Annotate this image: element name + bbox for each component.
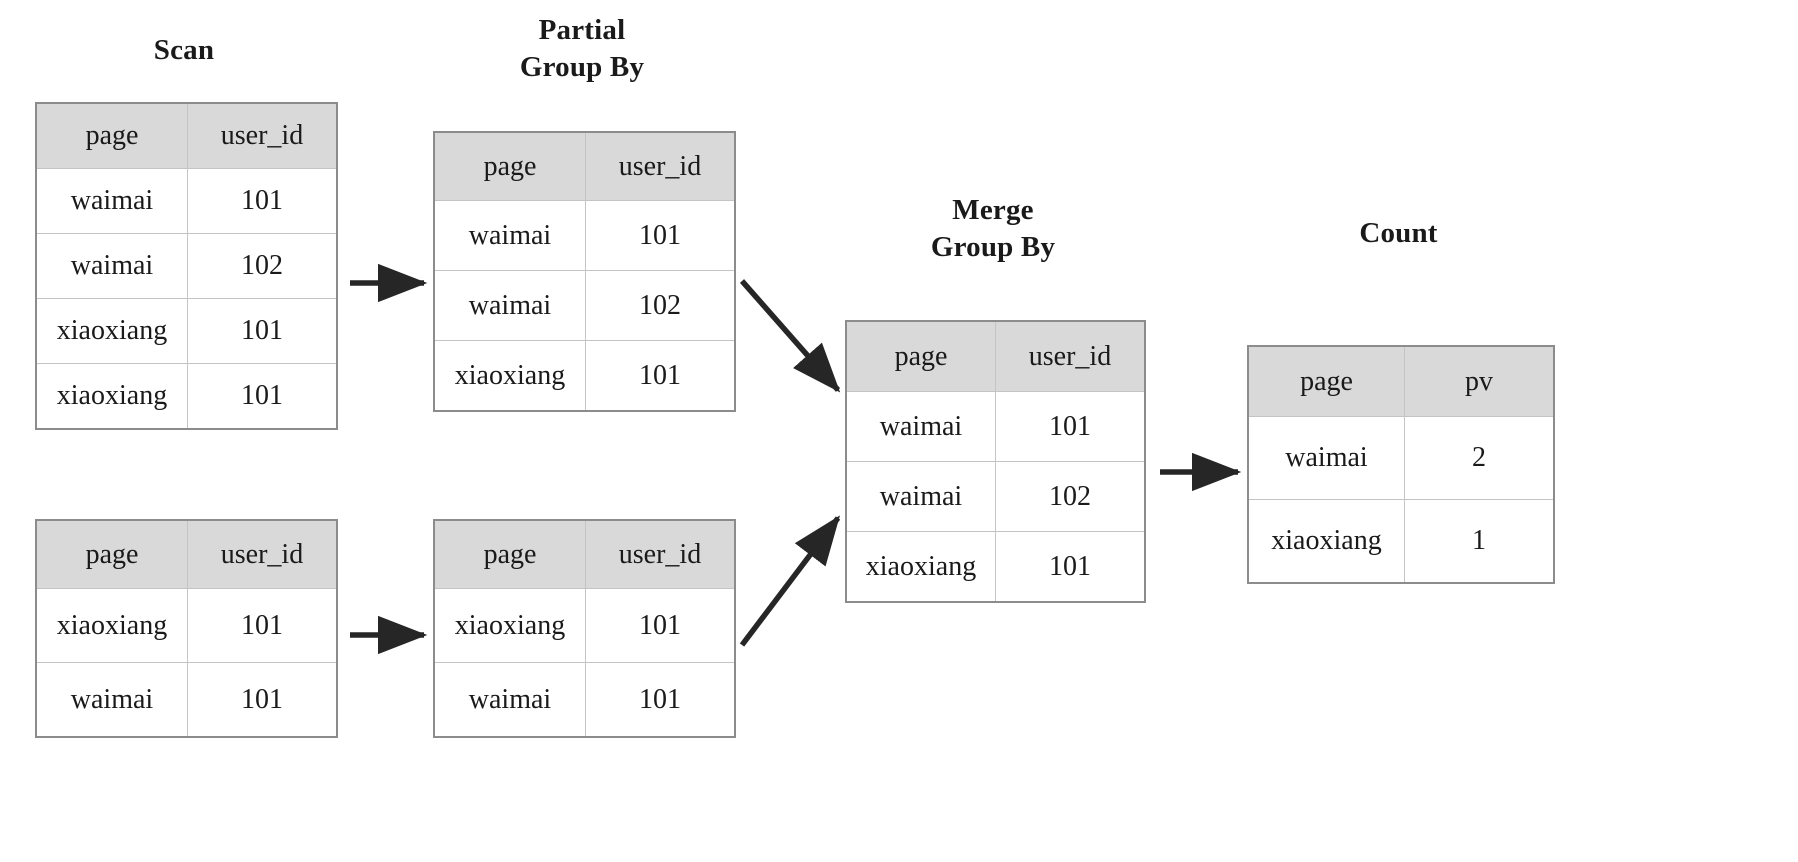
table-row: waimai 2	[1247, 416, 1555, 500]
column-header-pv: pv	[1404, 345, 1555, 417]
cell-page: waimai	[35, 168, 188, 234]
column-header-user-id: user_id	[995, 320, 1146, 392]
cell-pv: 2	[1404, 416, 1555, 500]
cell-user-id: 102	[995, 461, 1146, 532]
cell-user-id: 101	[187, 298, 338, 364]
table-partial-group-by-bottom: page user_id xiaoxiang 101 waimai 101	[433, 519, 736, 738]
table-scan-top: page user_id waimai 101 waimai 102 xiaox…	[35, 102, 338, 430]
cell-user-id: 101	[187, 363, 338, 430]
table-row: waimai 102	[433, 270, 736, 341]
table-header-row: page user_id	[845, 320, 1146, 392]
column-header-page: page	[35, 519, 188, 589]
cell-page: xiaoxiang	[433, 588, 586, 663]
table-header-row: page user_id	[35, 102, 338, 169]
cell-page: waimai	[845, 461, 996, 532]
title-merge-group-by: Merge Group By	[930, 194, 1056, 264]
cell-page: waimai	[845, 391, 996, 462]
column-header-user-id: user_id	[187, 519, 338, 589]
table-row: waimai 102	[35, 233, 338, 299]
cell-page: waimai	[35, 233, 188, 299]
table-row: waimai 102	[845, 461, 1146, 532]
cell-page: waimai	[433, 200, 586, 271]
table-header-row: page user_id	[35, 519, 338, 589]
cell-page: xiaoxiang	[1247, 499, 1405, 584]
table-header-row: page user_id	[433, 519, 736, 589]
title-partial-group-by: Partial Group By	[519, 14, 645, 84]
title-scan: Scan	[153, 34, 215, 66]
table-count: page pv waimai 2 xiaoxiang 1	[1247, 345, 1555, 584]
cell-user-id: 101	[995, 531, 1146, 603]
cell-page: waimai	[433, 662, 586, 738]
cell-page: xiaoxiang	[433, 340, 586, 412]
cell-user-id: 102	[187, 233, 338, 299]
table-header-row: page user_id	[433, 131, 736, 201]
cell-page: waimai	[35, 662, 188, 738]
table-row: xiaoxiang 101	[845, 531, 1146, 603]
arrow-partial-bottom-to-merge	[739, 515, 841, 647]
column-header-page: page	[433, 131, 586, 201]
table-scan-bottom: page user_id xiaoxiang 101 waimai 101	[35, 519, 338, 738]
column-header-user-id: user_id	[585, 131, 736, 201]
column-header-page: page	[433, 519, 586, 589]
title-count: Count	[1359, 217, 1438, 249]
column-header-user-id: user_id	[585, 519, 736, 589]
cell-user-id: 101	[585, 588, 736, 663]
cell-user-id: 102	[585, 270, 736, 341]
arrow-partial-top-to-merge	[739, 279, 841, 393]
table-row: waimai 101	[35, 662, 338, 738]
cell-user-id: 101	[187, 168, 338, 234]
cell-page: xiaoxiang	[845, 531, 996, 603]
table-row: xiaoxiang 101	[433, 588, 736, 663]
cell-user-id: 101	[585, 662, 736, 738]
table-merge-group-by: page user_id waimai 101 waimai 102 xiaox…	[845, 320, 1146, 603]
table-row: waimai 101	[35, 168, 338, 234]
table-row: waimai 101	[433, 200, 736, 271]
cell-page: xiaoxiang	[35, 363, 188, 430]
column-header-page: page	[35, 102, 188, 169]
cell-page: xiaoxiang	[35, 588, 188, 663]
table-row: waimai 101	[845, 391, 1146, 462]
table-row: xiaoxiang 101	[35, 588, 338, 663]
cell-user-id: 101	[585, 340, 736, 412]
table-row: waimai 101	[433, 662, 736, 738]
table-partial-group-by-top: page user_id waimai 101 waimai 102 xiaox…	[433, 131, 736, 412]
column-header-page: page	[1247, 345, 1405, 417]
cell-page: xiaoxiang	[35, 298, 188, 364]
table-header-row: page pv	[1247, 345, 1555, 417]
cell-user-id: 101	[187, 588, 338, 663]
column-header-user-id: user_id	[187, 102, 338, 169]
table-row: xiaoxiang 101	[35, 298, 338, 364]
cell-user-id: 101	[995, 391, 1146, 462]
cell-page: waimai	[433, 270, 586, 341]
column-header-page: page	[845, 320, 996, 392]
table-row: xiaoxiang 1	[1247, 499, 1555, 584]
table-row: xiaoxiang 101	[35, 363, 338, 430]
cell-pv: 1	[1404, 499, 1555, 584]
cell-page: waimai	[1247, 416, 1405, 500]
cell-user-id: 101	[585, 200, 736, 271]
cell-user-id: 101	[187, 662, 338, 738]
table-row: xiaoxiang 101	[433, 340, 736, 412]
